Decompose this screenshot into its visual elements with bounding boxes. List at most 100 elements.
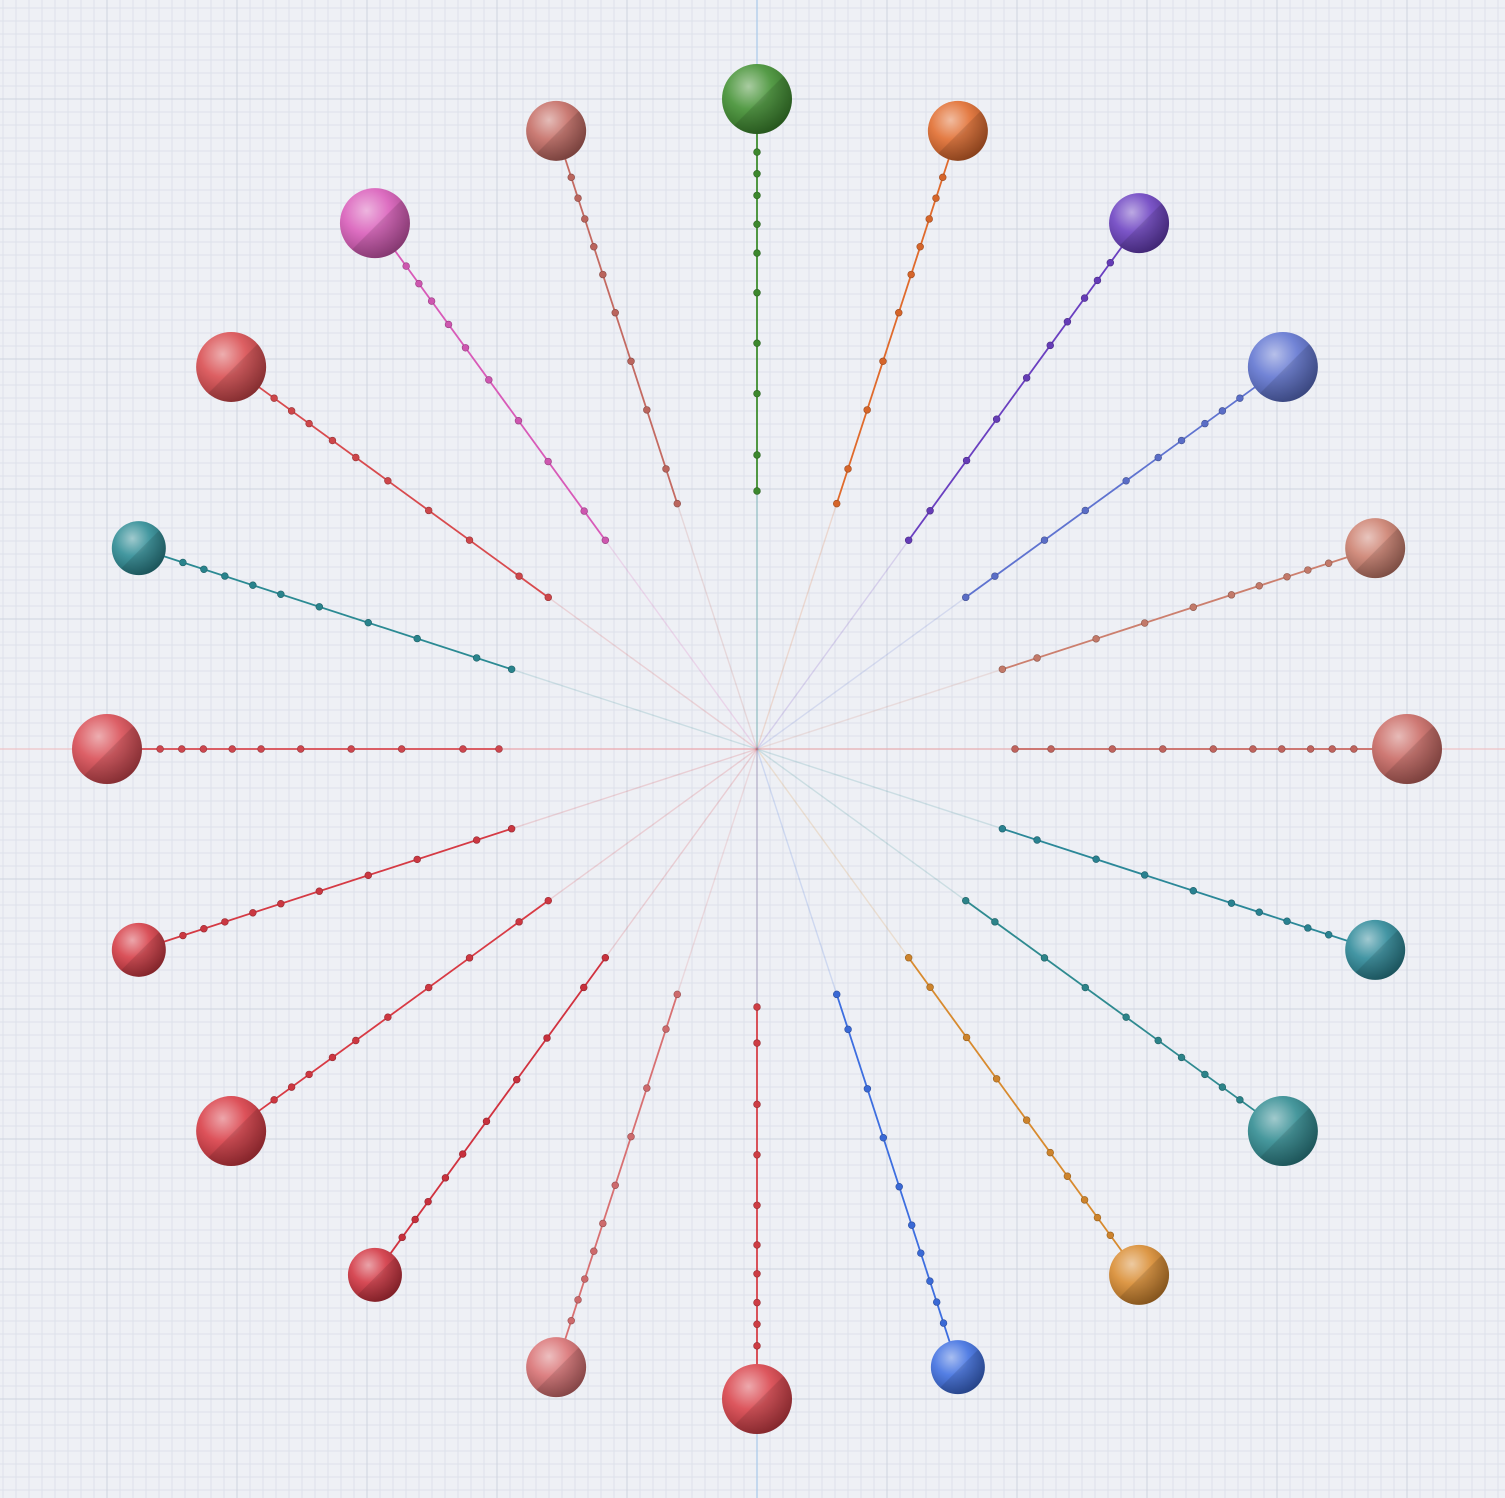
spoke-12-bead-5: [459, 1150, 467, 1158]
spoke-15-bead-7: [199, 745, 208, 753]
spoke-2-bead-6: [1063, 318, 1072, 326]
spoke-14-bead-4: [315, 887, 323, 895]
spoke-15-bead-5: [257, 745, 265, 753]
spoke-3-bead-7: [1201, 419, 1209, 428]
spoke-6-bead-7: [1283, 917, 1291, 925]
spoke-8-bead-0: [904, 954, 913, 962]
spoke-5-bead-2: [1108, 745, 1117, 753]
spoke-12: [347, 954, 610, 1302]
spoke-13-bead-5: [352, 1036, 360, 1045]
spoke-8-bead-9: [1106, 1231, 1115, 1240]
spoke-16-bead-3: [364, 618, 372, 627]
spoke-3-sphere-shading: [1247, 331, 1318, 402]
spoke-8-bead-3: [992, 1075, 1001, 1083]
spoke-6-sphere-shading: [1345, 919, 1406, 980]
spoke-14-bead-9: [179, 931, 187, 940]
spoke-8-sphere-shading: [1109, 1244, 1170, 1305]
spoke-14-bead-7: [221, 918, 229, 926]
spoke-6-bead-0: [998, 825, 1007, 833]
spoke-4-bead-4: [1189, 603, 1197, 611]
spoke-13-faint-line: [547, 748, 758, 902]
spoke-18-bead-1: [580, 507, 588, 515]
spoke-0-bead-0: [753, 487, 761, 495]
spoke-9-bead-3: [879, 1134, 888, 1142]
spoke-19-bead-1: [662, 465, 670, 473]
spoke-18-bead-9: [402, 262, 410, 270]
spoke-4-bead-3: [1140, 619, 1149, 627]
spoke-11-sphere-shading: [526, 1337, 587, 1398]
spoke-18-bead-5: [461, 344, 470, 352]
spoke-10-bead-9: [753, 1342, 761, 1350]
spoke-2-bead-2: [962, 456, 971, 465]
spoke-13-bead-2: [465, 954, 474, 962]
spoke-13-bead-9: [270, 1096, 278, 1104]
spoke-9-bead-9: [939, 1319, 948, 1327]
spoke-11-line: [563, 994, 679, 1342]
spoke-2-bead-4: [1022, 374, 1031, 382]
spoke-1-bead-5: [907, 270, 915, 279]
spoke-4-bead-6: [1255, 582, 1263, 590]
spoke-19-bead-7: [581, 215, 589, 223]
spoke-7-bead-3: [1081, 983, 1090, 992]
spoke-12-bead-7: [424, 1197, 432, 1206]
spoke-1-bead-0: [833, 499, 841, 508]
spoke-10-bead-7: [753, 1298, 761, 1307]
spoke-6-line: [1002, 827, 1350, 943]
spoke-0-bead-8: [753, 170, 761, 178]
spoke-19-bead-9: [567, 173, 575, 182]
spoke-7-sphere-shading: [1247, 1096, 1318, 1167]
spoke-19: [526, 100, 681, 508]
spoke-16-bead-5: [277, 590, 285, 598]
spoke-12-bead-4: [482, 1117, 491, 1126]
spoke-2-line: [907, 244, 1124, 541]
spoke-5: [1011, 714, 1442, 784]
spoke-7-bead-7: [1201, 1070, 1209, 1079]
spoke-6-bead-4: [1189, 887, 1197, 895]
spoke-12-sphere-shading: [347, 1247, 402, 1302]
spoke-13-sphere-shading: [196, 1096, 267, 1167]
spoke-11-bead-2: [643, 1084, 651, 1092]
spoke-6-bead-9: [1324, 931, 1333, 939]
spoke-15-sphere-shading: [72, 714, 142, 784]
spoke-16-line: [161, 554, 512, 671]
spoke-17-line: [256, 384, 549, 599]
spoke-14-faint-line: [511, 748, 758, 830]
spoke-5-bead-8: [1328, 745, 1336, 753]
spoke-0-sphere-shading: [722, 64, 792, 134]
spoke-0-bead-2: [753, 389, 761, 398]
spoke-8-bead-5: [1046, 1148, 1054, 1157]
spoke-10: [722, 1003, 792, 1434]
spoke-17: [196, 331, 552, 602]
spoke-1: [833, 100, 988, 508]
spoke-18-faint-line: [604, 539, 758, 750]
spoke-9-bead-7: [926, 1277, 934, 1285]
spoke-12-bead-9: [398, 1233, 406, 1242]
spoke-19-sphere-shading: [526, 100, 587, 161]
spoke-11-bead-5: [599, 1219, 607, 1228]
spoke-18-bead-3: [514, 416, 523, 425]
spoke-16-bead-0: [507, 665, 516, 673]
spoke-3-bead-4: [1122, 477, 1130, 485]
spoke-16-bead-8: [200, 565, 208, 573]
spoke-13-line: [256, 899, 549, 1114]
spoke-0-bead-7: [753, 191, 761, 200]
spoke-8-bead-7: [1080, 1196, 1089, 1204]
spoke-7-bead-2: [1040, 954, 1049, 962]
spoke-9-line: [835, 994, 952, 1345]
spoke-18-bead-2: [544, 457, 552, 466]
spoke-17-bead-1: [515, 572, 523, 580]
spoke-3-bead-9: [1236, 394, 1244, 402]
spoke-19-line: [563, 156, 679, 504]
spoke-11-bead-9: [567, 1316, 575, 1325]
spoke-4-line: [1002, 555, 1350, 671]
spoke-16-bead-1: [472, 654, 481, 662]
spoke-8-bead-2: [962, 1033, 971, 1042]
spoke-8-bead-4: [1022, 1116, 1031, 1124]
spoke-16-bead-9: [179, 558, 187, 567]
spoke-9-bead-4: [895, 1183, 903, 1191]
spoke-0-bead-5: [753, 249, 761, 257]
faint-inner-lines: [499, 491, 1015, 1007]
spoke-9-bead-6: [917, 1249, 925, 1257]
spoke-14-bead-2: [413, 855, 421, 864]
